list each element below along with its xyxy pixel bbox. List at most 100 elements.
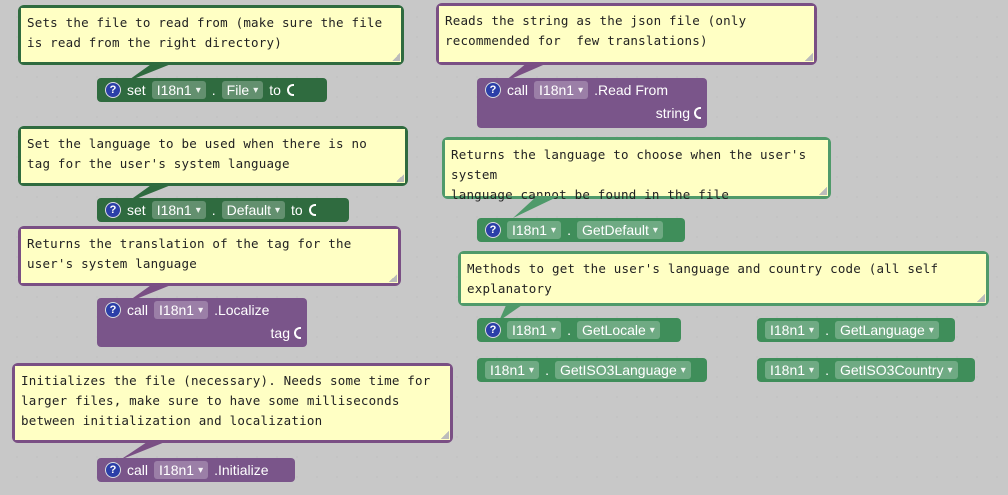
comment-file[interactable]: Sets the file to read from (make sure th…: [18, 5, 404, 65]
component-dropdown[interactable]: I18n1: [507, 221, 562, 239]
component-label: I18n1: [512, 222, 548, 238]
property-label: File: [226, 82, 250, 98]
help-icon[interactable]: ?: [105, 202, 121, 218]
read-from-row: ? call I18n1 .Read From: [477, 78, 707, 102]
dot-separator: .: [825, 362, 829, 378]
method-label: GetLocale: [581, 322, 646, 338]
get-locale-block[interactable]: ? I18n1 . GetLocale: [477, 318, 681, 342]
component-dropdown[interactable]: I18n1: [485, 361, 540, 379]
resize-handle[interactable]: [441, 431, 449, 439]
help-icon[interactable]: ?: [485, 222, 501, 238]
component-dropdown[interactable]: I18n1: [151, 201, 206, 219]
set-keyword: set: [127, 82, 146, 98]
comment-default-text: Set the language to be used when there i…: [21, 129, 405, 183]
resize-handle[interactable]: [392, 53, 400, 61]
method-label: GetDefault: [581, 222, 649, 238]
method-dropdown[interactable]: GetLocale: [576, 321, 660, 339]
method-dropdown[interactable]: GetISO3Language: [554, 361, 691, 379]
comment-read-text: Reads the string as the json file (only …: [439, 6, 814, 62]
comment-tail: [126, 62, 176, 82]
component-dropdown[interactable]: I18n1: [534, 81, 589, 99]
method-name: .Read From: [594, 82, 669, 98]
comment-methods-text: Methods to get the user's language and c…: [461, 254, 986, 303]
component-dropdown[interactable]: I18n1: [154, 301, 209, 319]
comment-initialize[interactable]: Initializes the file (necessary). Needs …: [12, 363, 453, 443]
input-socket: [286, 84, 294, 96]
input-socket: [294, 327, 301, 339]
comment-initialize-text: Initializes the file (necessary). Needs …: [15, 366, 450, 440]
component-label: I18n1: [770, 322, 806, 338]
read-from-block[interactable]: ? call I18n1 .Read From string: [477, 78, 707, 128]
localize-block[interactable]: ? call I18n1 .Localize tag: [97, 298, 307, 347]
get-default-block[interactable]: ? I18n1 . GetDefault: [477, 218, 685, 242]
method-dropdown[interactable]: GetDefault: [576, 221, 663, 239]
call-keyword: call: [507, 82, 529, 98]
component-dropdown[interactable]: I18n1: [765, 361, 820, 379]
component-label: I18n1: [490, 362, 526, 378]
component-label: I18n1: [156, 82, 192, 98]
method-label: GetISO3Country: [839, 362, 944, 378]
help-icon[interactable]: ?: [485, 322, 501, 338]
property-dropdown[interactable]: Default: [221, 201, 286, 219]
resize-handle[interactable]: [389, 274, 397, 282]
component-label: I18n1: [770, 362, 806, 378]
get-iso3-language-block[interactable]: I18n1 . GetISO3Language: [477, 358, 707, 382]
component-label: I18n1: [512, 322, 548, 338]
comment-tail: [513, 196, 559, 218]
comment-tail: [499, 303, 525, 321]
method-label: GetLanguage: [839, 322, 925, 338]
dot-separator: .: [825, 322, 829, 338]
help-icon[interactable]: ?: [105, 82, 121, 98]
dot-separator: .: [545, 362, 549, 378]
set-keyword: set: [127, 202, 146, 218]
method-dropdown[interactable]: GetISO3Country: [834, 361, 958, 379]
localize-row: ? call I18n1 .Localize: [97, 298, 307, 322]
component-label: I18n1: [159, 462, 195, 478]
method-dropdown[interactable]: GetLanguage: [834, 321, 939, 339]
resize-handle[interactable]: [819, 187, 827, 195]
method-label: GetISO3Language: [559, 362, 677, 378]
arg-row: tag: [97, 322, 307, 344]
arg-string: string: [655, 105, 690, 121]
comment-get-default[interactable]: Returns the language to choose when the …: [442, 137, 831, 202]
help-icon[interactable]: ?: [485, 82, 501, 98]
arg-tag: tag: [270, 325, 290, 341]
component-label: I18n1: [159, 302, 195, 318]
comment-default-language[interactable]: Set the language to be used when there i…: [18, 126, 408, 186]
comment-localize-text: Returns the translation of the tag for t…: [21, 229, 398, 283]
comment-get-default-text: Returns the language to choose when the …: [445, 140, 828, 202]
property-dropdown[interactable]: File: [221, 81, 264, 99]
dot-separator: .: [567, 222, 571, 238]
resize-handle[interactable]: [805, 53, 813, 61]
get-iso3-country-block[interactable]: I18n1 . GetISO3Country: [757, 358, 975, 382]
resize-handle[interactable]: [396, 174, 404, 182]
component-dropdown[interactable]: I18n1: [765, 321, 820, 339]
component-label: I18n1: [156, 202, 192, 218]
set-file-block[interactable]: ? set I18n1 . File to: [97, 78, 327, 102]
help-icon[interactable]: ?: [105, 302, 121, 318]
component-label: I18n1: [539, 82, 575, 98]
to-keyword: to: [269, 82, 281, 98]
comment-methods[interactable]: Methods to get the user's language and c…: [458, 251, 989, 306]
call-keyword: call: [127, 302, 149, 318]
comment-file-text: Sets the file to read from (make sure th…: [21, 8, 401, 62]
comment-tail: [120, 440, 170, 460]
to-keyword: to: [291, 202, 303, 218]
get-language-block[interactable]: I18n1 . GetLanguage: [757, 318, 955, 342]
call-keyword: call: [127, 462, 149, 478]
comment-localize[interactable]: Returns the translation of the tag for t…: [18, 226, 401, 286]
set-default-block[interactable]: ? set I18n1 . Default to: [97, 198, 349, 222]
method-name: .Localize: [214, 302, 270, 318]
component-dropdown[interactable]: I18n1: [154, 461, 209, 479]
resize-handle[interactable]: [977, 294, 985, 302]
component-dropdown[interactable]: I18n1: [151, 81, 206, 99]
input-socket: [694, 107, 701, 119]
help-icon[interactable]: ?: [105, 462, 121, 478]
dot-separator: .: [211, 82, 216, 98]
component-dropdown[interactable]: I18n1: [507, 321, 562, 339]
comment-read[interactable]: Reads the string as the json file (only …: [436, 3, 817, 65]
initialize-block[interactable]: ? call I18n1 .Initialize: [97, 458, 295, 482]
dot-separator: .: [567, 322, 571, 338]
input-socket: [308, 204, 316, 216]
property-label: Default: [226, 202, 272, 218]
